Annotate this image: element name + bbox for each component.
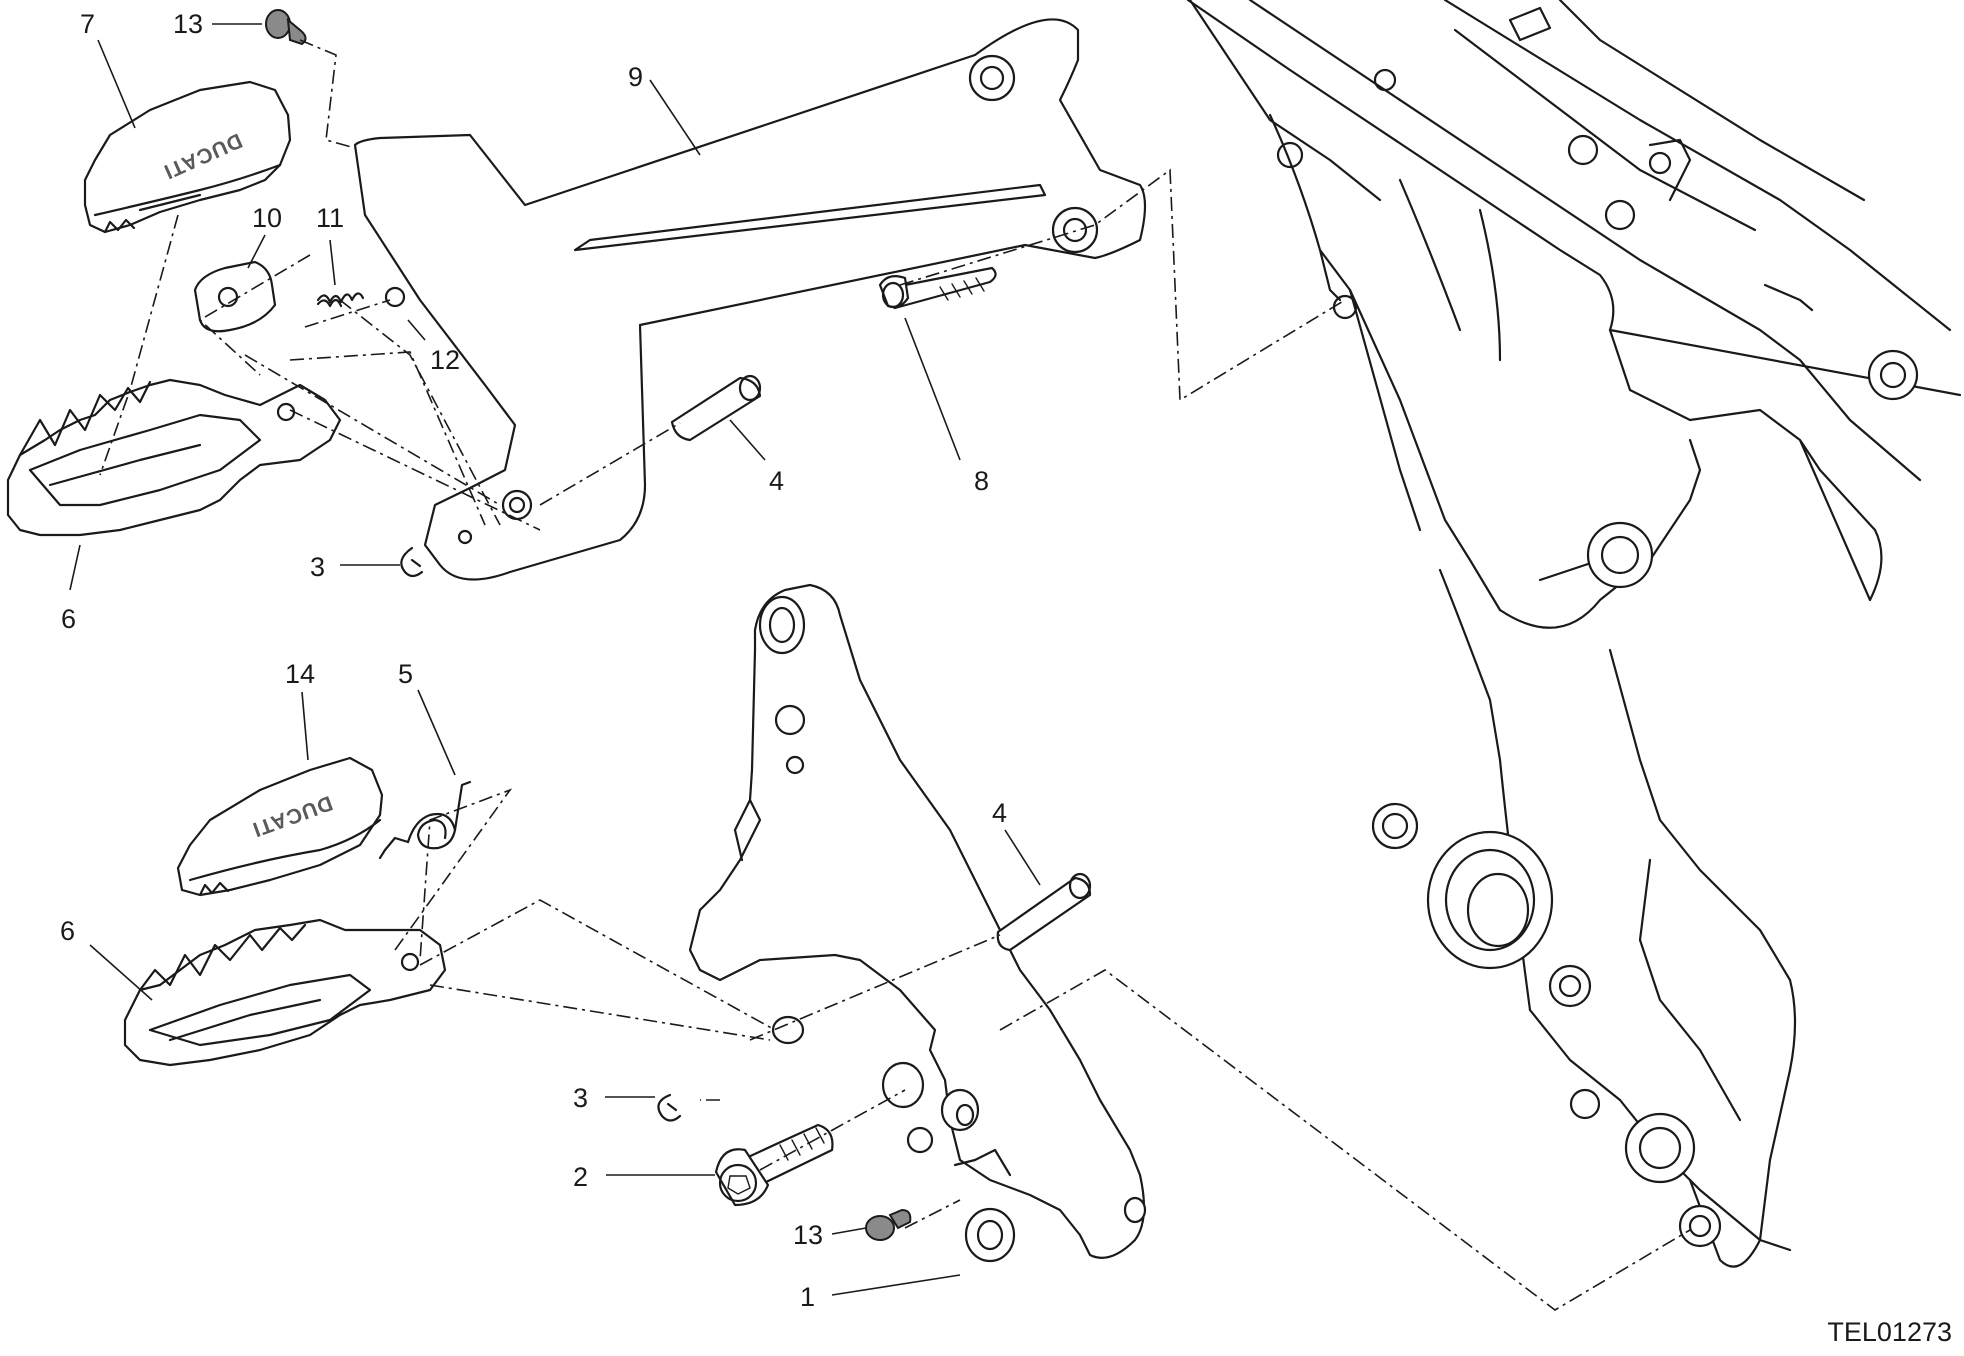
bracket-screw-bottom: [865, 1208, 912, 1241]
diagram-reference-code: TEL01273: [1827, 1317, 1952, 1347]
footpeg-bottom: [123, 918, 447, 1067]
pivot-pin-top: [670, 374, 762, 442]
detent-spring: [316, 292, 365, 308]
footpeg-rubber-top: DUCATI: [83, 80, 292, 234]
cap-screw: [714, 1123, 834, 1207]
rider-footpeg-bracket: [688, 583, 1147, 1263]
peg-slider: [193, 260, 277, 333]
callout-8: 8: [974, 466, 989, 496]
leader-lines: [69, 23, 1041, 1296]
callout-3-bottom: 3: [573, 1083, 588, 1113]
callout-10: 10: [252, 203, 282, 233]
torsion-spring: [378, 780, 472, 860]
callout-5: 5: [398, 659, 413, 689]
callout-13-top: 13: [173, 9, 203, 39]
callout-11: 11: [316, 203, 344, 233]
callout-12: 12: [430, 345, 460, 375]
callout-3-top: 3: [310, 552, 325, 582]
assembly-lines: [99, 39, 1691, 1311]
circlip-bottom: [657, 1093, 682, 1122]
callout-9: 9: [628, 62, 643, 92]
passenger-footpeg-hanger: [353, 18, 1147, 581]
callout-1: 1: [800, 1282, 815, 1312]
pivot-pin-bottom: [996, 872, 1092, 952]
footpeg-top: [6, 378, 342, 537]
callout-4-bottom: 4: [992, 798, 1007, 828]
footpeg-rubber-bottom: DUCATI: [176, 756, 384, 897]
frame-subframe: [1186, 0, 1962, 1268]
rubber-screw-top: [265, 9, 307, 46]
callout-4-top: 4: [769, 466, 784, 496]
circlip-top: [400, 546, 424, 578]
callout-7: 7: [80, 9, 95, 39]
callout-labels: 7 13 9 10 11 12 4 8 3 6 14 5 4 6 3 2 13 …: [60, 9, 1007, 1312]
callout-6-bottom: 6: [60, 916, 75, 946]
callout-13-bottom: 13: [793, 1220, 823, 1250]
callout-14: 14: [285, 659, 315, 689]
callout-6-top: 6: [61, 604, 76, 634]
callout-2: 2: [573, 1162, 588, 1192]
detent-ball: [384, 286, 406, 308]
